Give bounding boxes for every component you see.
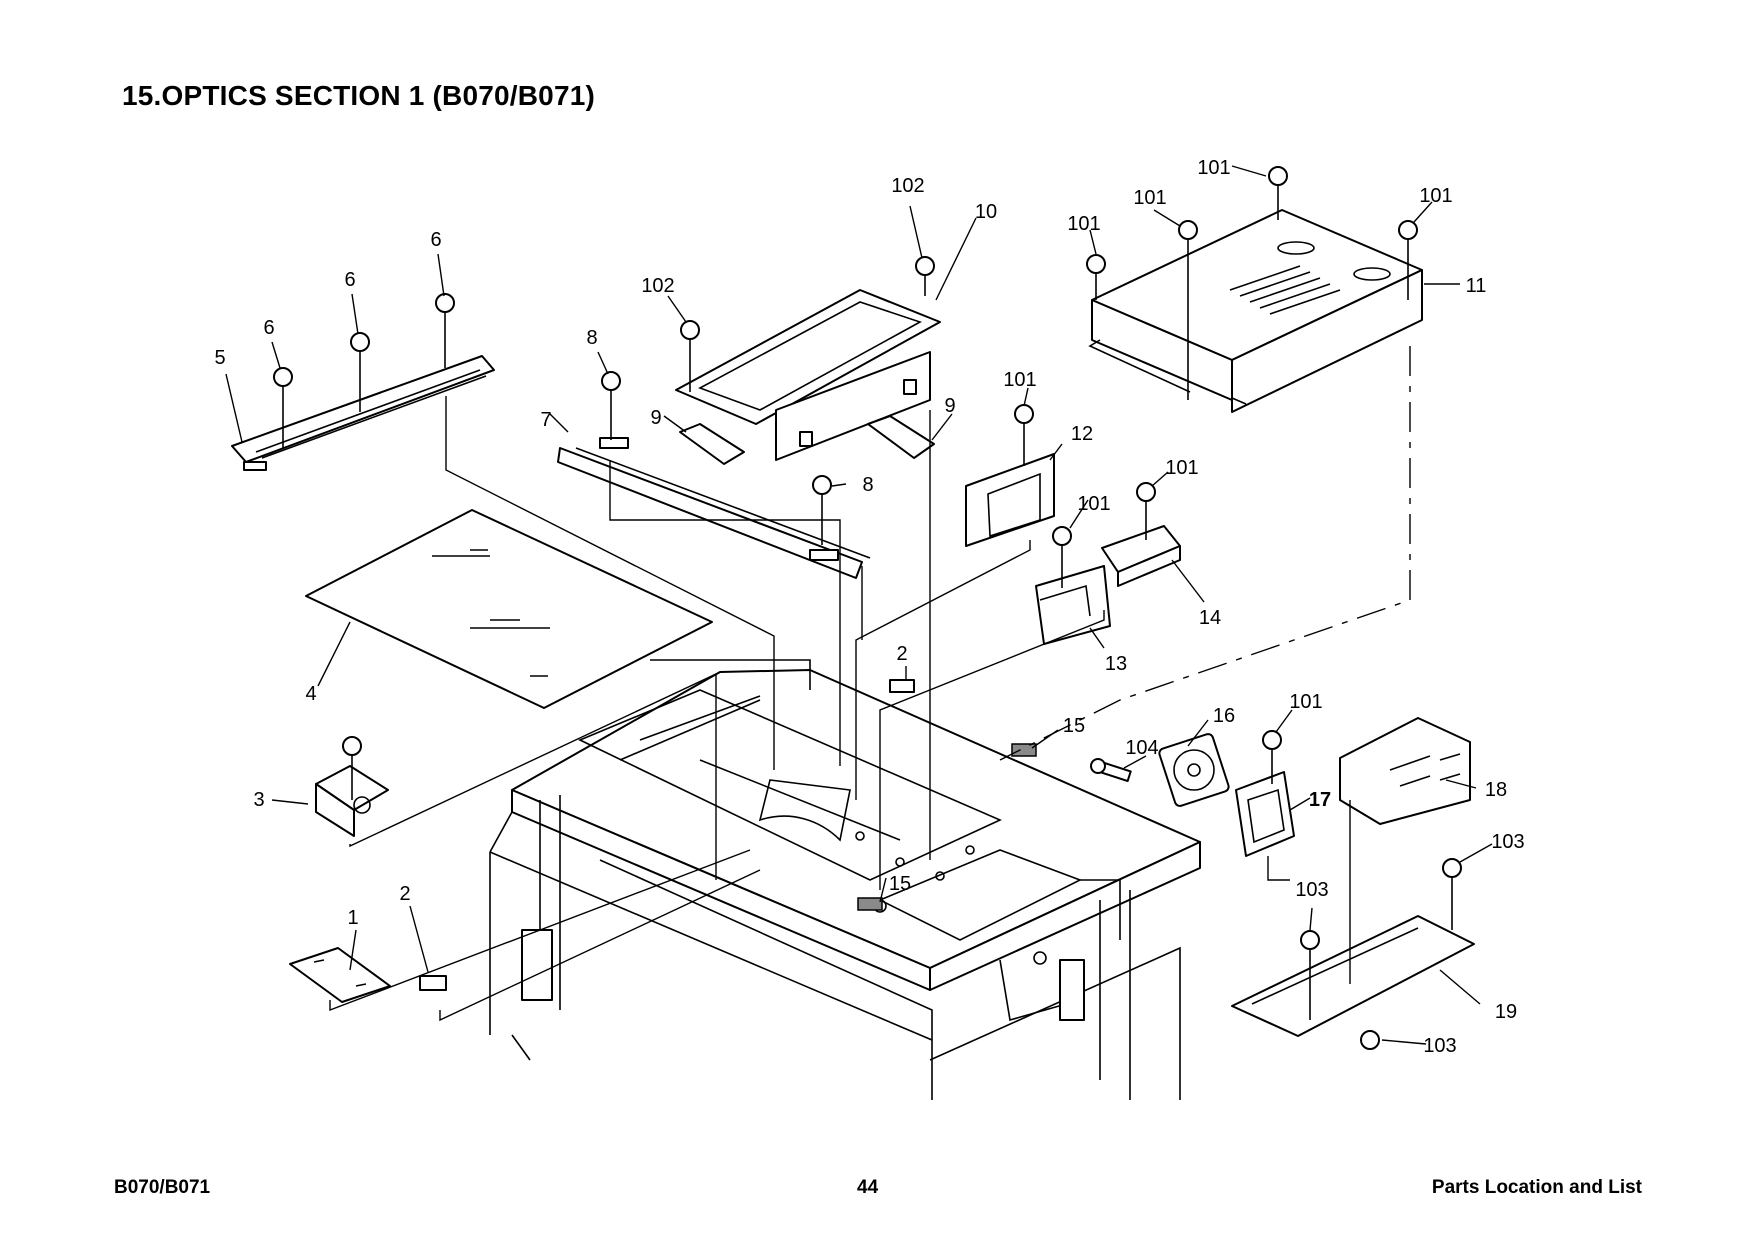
footer-page-number: 44 (857, 1177, 879, 1198)
footer-model: B070/B071 (114, 1177, 211, 1198)
part-19-bracket (1231, 858, 1475, 1050)
part-9-plates (679, 415, 935, 465)
part-16-fan (1158, 733, 1230, 807)
part-15-pads (857, 743, 1037, 911)
callout-label: 8 (586, 327, 597, 349)
footer-section-name: Parts Location and List (1431, 1177, 1642, 1198)
callout-label: 2 (399, 883, 410, 905)
callout-label: 102 (891, 175, 924, 197)
part-14-sensor (1101, 482, 1181, 587)
callout-label: 102 (641, 275, 674, 297)
callout-label: 101 (1289, 691, 1322, 713)
part-1-label (289, 947, 391, 1003)
callout-label: 2 (896, 643, 907, 665)
part-10-bracket (675, 256, 941, 461)
part-17-bracket (1235, 730, 1295, 857)
callout-label: 17 (1309, 789, 1331, 811)
part-13-bracket (1035, 526, 1111, 645)
callout-label: 19 (1495, 1001, 1517, 1023)
main-frame-assembly (489, 659, 1201, 1100)
part-4-glass (305, 509, 713, 709)
part-5-rail (231, 355, 495, 471)
callout-label: 6 (430, 229, 441, 251)
callout-label: 6 (263, 317, 274, 339)
callout-label: 1 (347, 907, 358, 929)
part-12-bracket (965, 404, 1055, 547)
callout-label: 103 (1423, 1035, 1456, 1057)
part-11-cover (1086, 166, 1423, 413)
callout-label: 4 (305, 683, 316, 705)
callout-label: 103 (1491, 831, 1524, 853)
callout-label: 15 (889, 873, 911, 895)
callout-label: 101 (1067, 213, 1100, 235)
callout-label: 8 (862, 474, 873, 496)
callout-label: 12 (1071, 423, 1093, 445)
callout-label: 11 (1466, 275, 1487, 297)
callout-label: 9 (650, 407, 661, 429)
callout-leaders (225, 165, 1493, 1045)
part-3-bracket (315, 736, 389, 837)
callout-label: 3 (253, 789, 264, 811)
callout-label: 103 (1295, 879, 1328, 901)
callout-label: 15 (1063, 715, 1085, 737)
callout-label: 101 (1133, 187, 1166, 209)
part-104-screw (1090, 758, 1132, 783)
callout-label: 13 (1105, 653, 1127, 675)
callout-label: 101 (1077, 493, 1110, 515)
part-7-rail (557, 371, 871, 579)
callout-label: 10 (975, 201, 997, 223)
part-18-cover (1339, 717, 1471, 825)
callout-label: 18 (1485, 779, 1507, 801)
page-title: 15.OPTICS SECTION 1 (B070/B071) (122, 80, 596, 111)
callout-label: 101 (1419, 185, 1452, 207)
part-2-pads (419, 679, 915, 991)
callout-label: 6 (344, 269, 355, 291)
callout-label: 101 (1197, 157, 1230, 179)
callout-label: 104 (1125, 737, 1158, 759)
callout-label: 14 (1199, 607, 1221, 629)
screw-set-6 (273, 293, 455, 448)
callout-label: 16 (1213, 705, 1235, 727)
assembly-guide-lines (329, 346, 1411, 1022)
callout-label: 101 (1165, 457, 1198, 479)
callout-label: 101 (1003, 369, 1036, 391)
callout-label: 5 (214, 347, 225, 369)
callout-labels: 1 2 2 3 4 5 6 6 6 6 7 8 8 9 9 10 11 12 1… (214, 157, 1524, 1057)
callout-label: 9 (944, 395, 955, 417)
callout-label: 7 (540, 409, 551, 431)
